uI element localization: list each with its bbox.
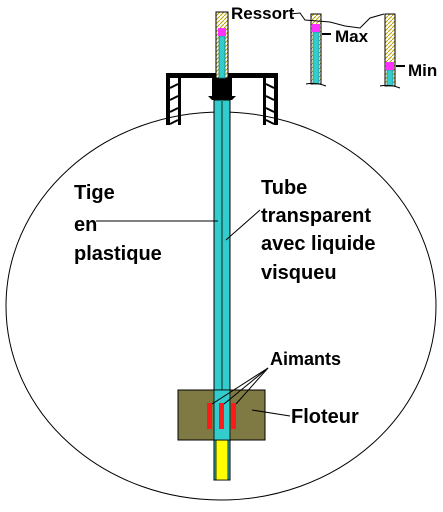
upper-rod xyxy=(218,35,226,79)
label-min: Min xyxy=(408,61,438,80)
label-aimants: Aimants xyxy=(270,349,342,369)
label-tube-line4: visqueu xyxy=(261,262,337,284)
ressort-leader xyxy=(289,12,385,29)
gauge-max xyxy=(305,13,331,87)
floteur-leader xyxy=(251,409,291,417)
label-tube-line2: transparent xyxy=(261,205,372,227)
tube-leader xyxy=(225,209,261,241)
label-max: Max xyxy=(335,27,369,46)
label-tube-line3: avec liquide xyxy=(261,233,376,255)
label-tige-line3: plastique xyxy=(74,243,162,265)
label-ressort: Ressort xyxy=(231,4,295,23)
aimants-leaders xyxy=(211,367,269,405)
magnet-left xyxy=(207,403,212,429)
magnet-right xyxy=(231,403,236,429)
label-floteur: Floteur xyxy=(291,406,359,428)
gauge-min xyxy=(379,13,405,89)
spring xyxy=(218,28,226,36)
label-tige-line2: en xyxy=(74,214,98,236)
label-tube-line1: Tube xyxy=(261,177,308,199)
label-tige-line1: Tige xyxy=(74,182,115,204)
magnet-center xyxy=(219,403,224,429)
